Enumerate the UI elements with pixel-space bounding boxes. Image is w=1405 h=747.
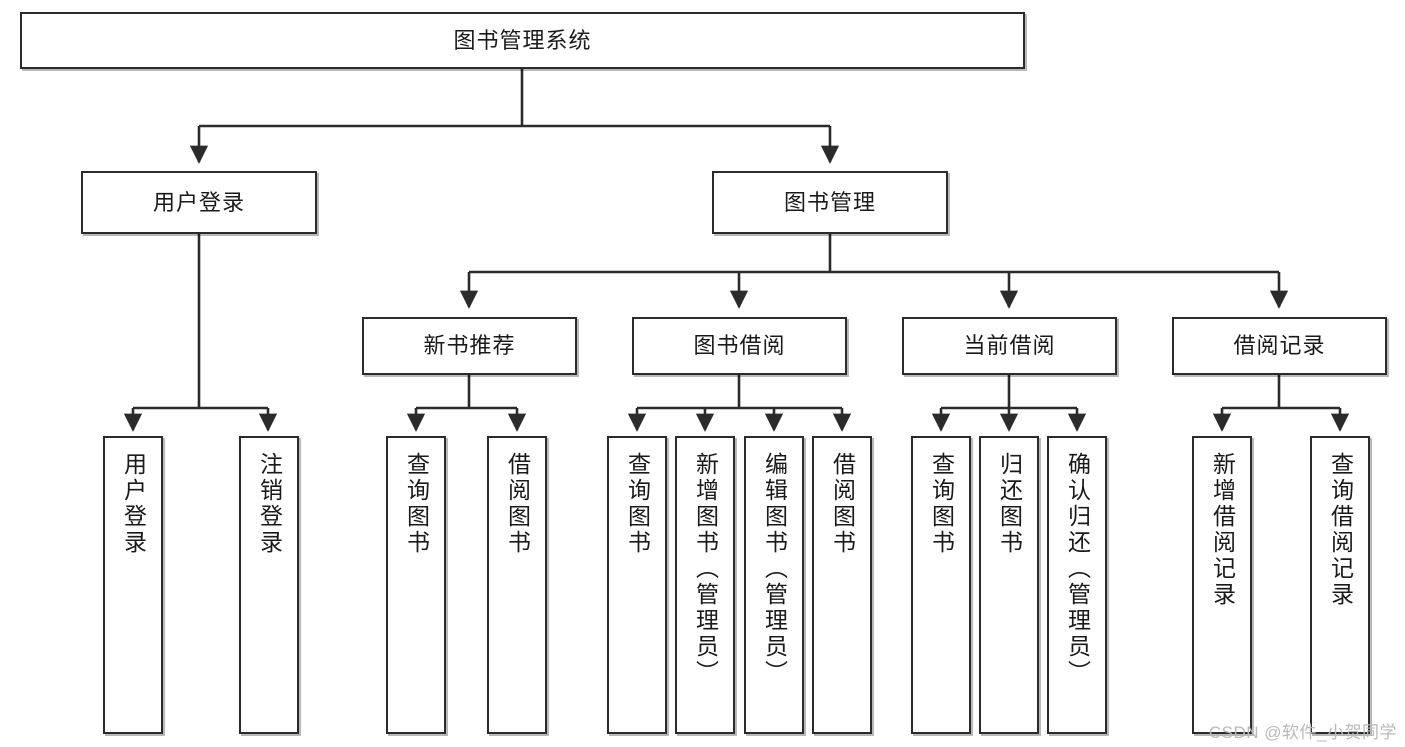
node-borrow-record-label: 借阅记录 [1233,333,1326,359]
node-leaf-borrow-book-1-label: 借阅图书 [504,452,531,556]
node-new-book-rec[interactable]: 新书推荐 [362,317,577,375]
node-book-borrow[interactable]: 图书借阅 [632,317,847,375]
node-leaf-user-login-label: 用户登录 [120,452,147,556]
node-root-label: 图书管理系统 [453,27,592,53]
node-leaf-return-book[interactable]: 归还图书 [979,436,1039,734]
node-leaf-add-book[interactable]: 新增图书（管理员） [675,436,735,734]
node-book-borrow-label: 图书借阅 [693,333,786,359]
node-leaf-borrow-book-2-label: 借阅图书 [829,452,856,556]
node-leaf-logout[interactable]: 注销登录 [239,436,299,734]
node-leaf-query-record-label: 查询借阅记录 [1327,452,1354,608]
node-leaf-add-book-label: 新增图书（管理员） [692,452,719,686]
node-leaf-add-record-label: 新增借阅记录 [1209,452,1236,608]
node-leaf-query-book-1[interactable]: 查询图书 [386,436,446,734]
node-leaf-edit-book[interactable]: 编辑图书（管理员） [744,436,804,734]
node-current-borrow-label: 当前借阅 [963,333,1056,359]
node-book-manage[interactable]: 图书管理 [712,171,948,234]
node-leaf-logout-label: 注销登录 [256,452,283,556]
node-leaf-query-book-1-label: 查询图书 [403,452,430,556]
node-leaf-confirm-return[interactable]: 确认归还（管理员） [1047,436,1107,734]
node-leaf-confirm-return-label: 确认归还（管理员） [1064,452,1091,686]
node-current-borrow[interactable]: 当前借阅 [902,317,1117,375]
node-leaf-query-book-2[interactable]: 查询图书 [607,436,667,734]
node-user-login[interactable]: 用户登录 [81,171,317,234]
node-leaf-edit-book-label: 编辑图书（管理员） [761,452,788,686]
node-leaf-add-record[interactable]: 新增借阅记录 [1192,436,1252,734]
node-user-login-label: 用户登录 [152,189,245,215]
node-leaf-borrow-book-2[interactable]: 借阅图书 [812,436,872,734]
node-book-manage-label: 图书管理 [783,189,876,215]
node-leaf-query-book-3[interactable]: 查询图书 [911,436,971,734]
node-root[interactable]: 图书管理系统 [20,12,1025,69]
watermark-text: CSDN @软件_小贺同学 [1208,723,1397,742]
node-leaf-borrow-book-1[interactable]: 借阅图书 [487,436,547,734]
node-leaf-query-book-3-label: 查询图书 [928,452,955,556]
node-leaf-user-login[interactable]: 用户登录 [103,436,163,734]
node-leaf-query-book-2-label: 查询图书 [624,452,651,556]
node-leaf-return-book-label: 归还图书 [996,452,1023,556]
node-borrow-record[interactable]: 借阅记录 [1172,317,1387,375]
node-leaf-query-record[interactable]: 查询借阅记录 [1310,436,1370,734]
node-new-book-rec-label: 新书推荐 [423,333,516,359]
